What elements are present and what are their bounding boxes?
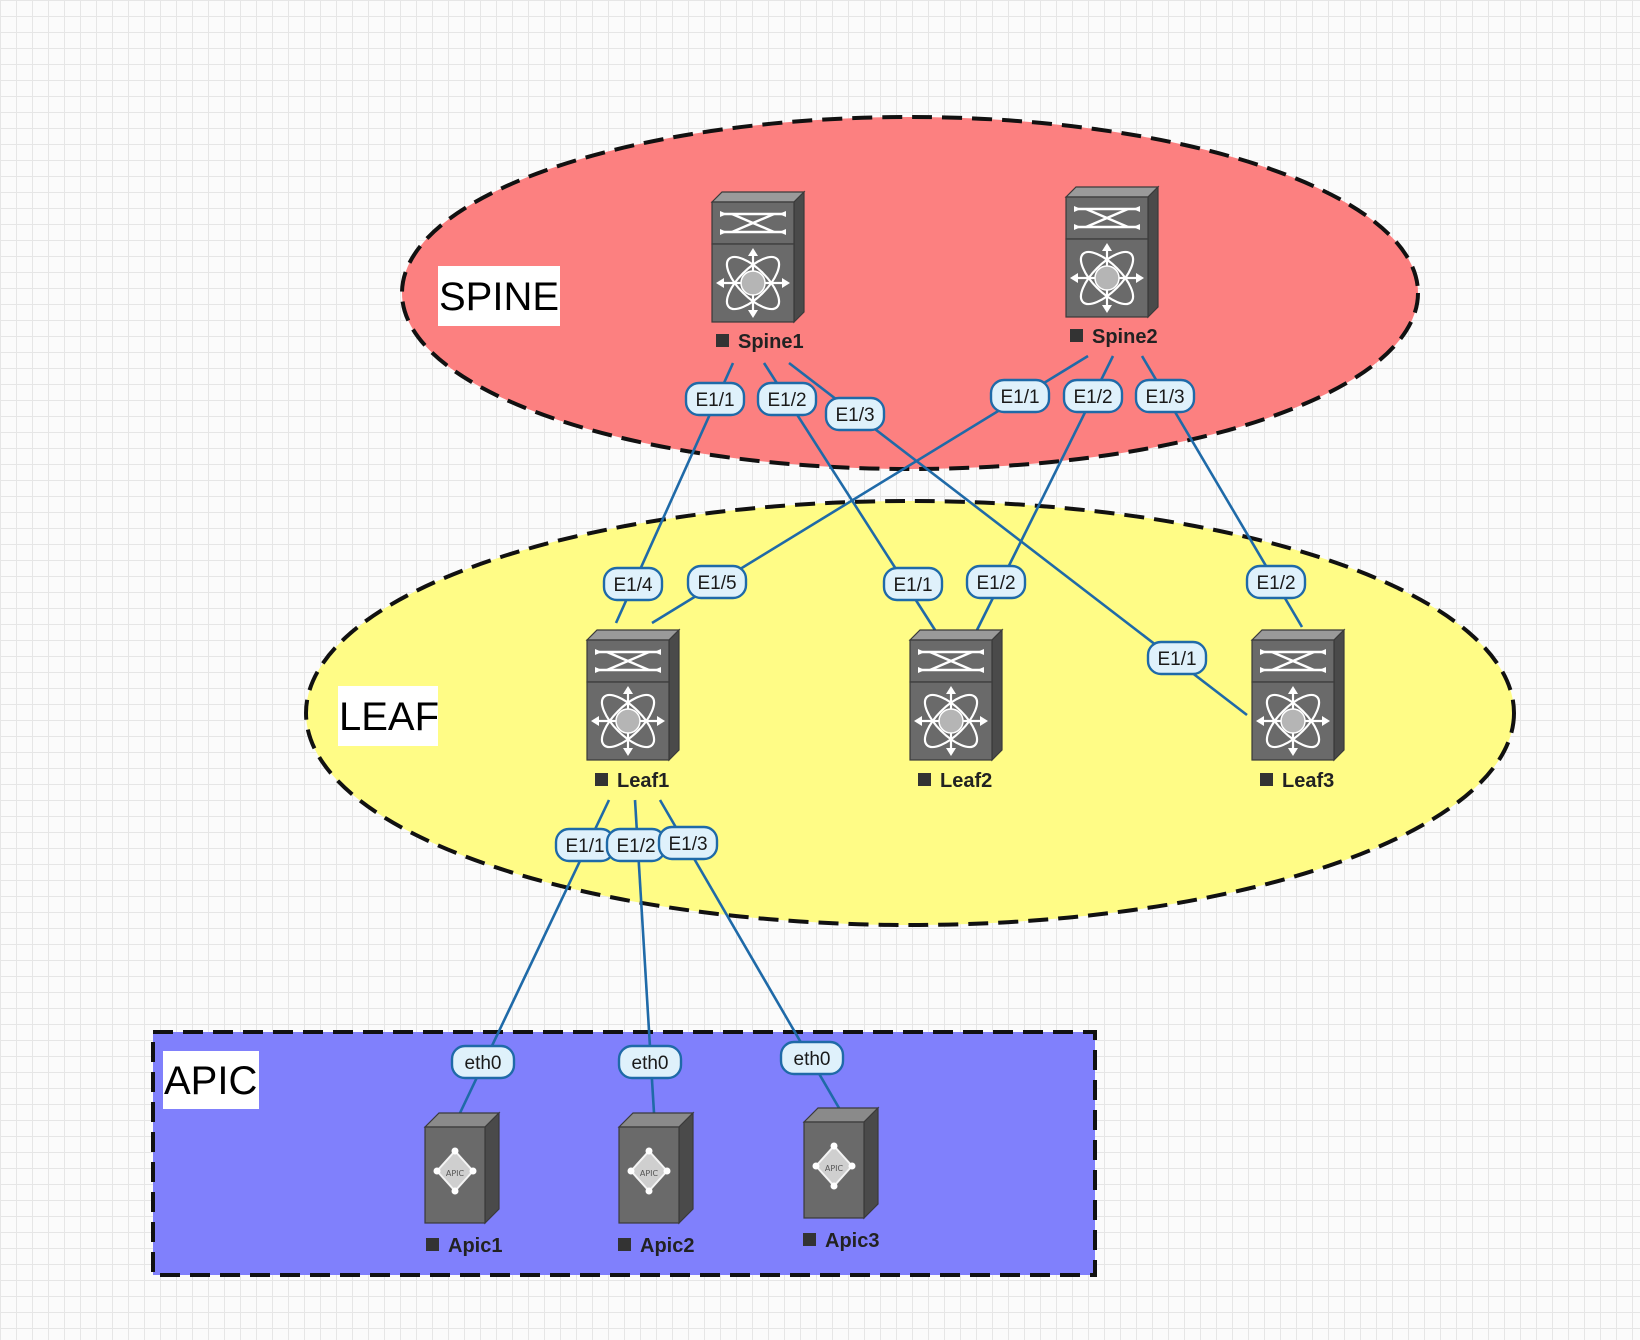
apic3-label[interactable]: Apic3	[825, 1230, 879, 1252]
port-badge-spine2-e1-1[interactable]: E1/1	[989, 378, 1051, 414]
port-badge-spine1-e1-1[interactable]: E1/1	[684, 381, 746, 417]
leaf1-switch-icon[interactable]	[585, 628, 681, 762]
apic-zone-label: APIC	[164, 1059, 257, 1103]
port-badge-leaf3-e1-2[interactable]: E1/2	[1245, 564, 1307, 600]
port-badge-spine1-e1-2[interactable]: E1/2	[756, 381, 818, 417]
apic1-server-icon[interactable]	[424, 1112, 500, 1224]
svg-text:E1/1: E1/1	[1000, 387, 1039, 408]
svg-text:E1/1: E1/1	[1157, 649, 1196, 670]
svg-text:E1/2: E1/2	[616, 836, 655, 857]
leaf3-status-square	[1260, 773, 1273, 786]
node-labels: Spine1 Spine2 Leaf1 Leaf2 Leaf3 Apic1 Ap…	[426, 326, 1334, 1257]
svg-text:E1/1: E1/1	[893, 575, 932, 596]
port-badge-leaf1-e1-3[interactable]: E1/3	[657, 825, 719, 861]
svg-text:E1/3: E1/3	[835, 405, 874, 426]
spine1-label[interactable]: Spine1	[738, 331, 804, 353]
port-badge-apic2-eth0[interactable]: eth0	[617, 1044, 683, 1080]
port-badge-leaf2-e1-1[interactable]: E1/1	[882, 566, 944, 602]
spine1-switch-icon[interactable]	[710, 190, 806, 324]
leaf2-status-square	[918, 773, 931, 786]
svg-text:E1/3: E1/3	[1145, 387, 1184, 408]
leaf3-switch-icon[interactable]	[1250, 628, 1346, 762]
leaf-zone-label-bg	[338, 686, 438, 746]
spine-zone-label: SPINE	[439, 275, 559, 319]
svg-text:eth0: eth0	[794, 1049, 831, 1070]
svg-text:E1/1: E1/1	[695, 390, 734, 411]
apic2-logo-text: APIC	[640, 1169, 659, 1178]
apic1-logo-text: APIC	[446, 1169, 465, 1178]
leaf2-switch-icon[interactable]	[908, 628, 1004, 762]
port-badge-leaf2-e1-2[interactable]: E1/2	[965, 564, 1027, 600]
spine-zone-label-bg	[438, 266, 560, 326]
leaf1-status-square	[595, 773, 608, 786]
svg-text:eth0: eth0	[465, 1053, 502, 1074]
apic2-status-square	[618, 1238, 631, 1251]
spine2-switch-icon[interactable]	[1064, 185, 1160, 319]
port-badges: E1/1 E1/2 E1/3 E1/1 E1/2 E1/3 E1/4 E1/5	[450, 378, 1307, 1080]
apic3-status-square	[803, 1233, 816, 1246]
port-badge-leaf1-e1-5[interactable]: E1/5	[686, 564, 748, 600]
apic2-server-icon[interactable]	[618, 1112, 694, 1224]
apic1-label[interactable]: Apic1	[448, 1235, 502, 1257]
svg-text:E1/1: E1/1	[565, 836, 604, 857]
svg-text:E1/5: E1/5	[697, 573, 736, 594]
port-badge-leaf1-e1-1[interactable]: E1/1	[554, 827, 616, 863]
leaf3-label[interactable]: Leaf3	[1282, 770, 1334, 792]
devices: APIC APIC APIC	[424, 185, 1346, 1224]
apic2-label[interactable]: Apic2	[640, 1235, 694, 1257]
leaf-zone-label: LEAF	[339, 695, 439, 739]
leaf2-label[interactable]: Leaf2	[940, 770, 992, 792]
leaf1-label[interactable]: Leaf1	[617, 770, 669, 792]
port-badge-leaf3-e1-1[interactable]: E1/1	[1146, 640, 1208, 676]
port-badge-spine2-e1-2[interactable]: E1/2	[1062, 378, 1124, 414]
port-badge-apic1-eth0[interactable]: eth0	[450, 1044, 516, 1080]
spine1-status-square	[716, 334, 729, 347]
svg-text:E1/2: E1/2	[976, 573, 1015, 594]
port-badge-leaf1-e1-2[interactable]: E1/2	[605, 827, 667, 863]
port-badge-leaf1-e1-4[interactable]: E1/4	[602, 566, 664, 602]
apic3-logo-text: APIC	[825, 1164, 844, 1173]
svg-text:E1/4: E1/4	[613, 575, 653, 596]
svg-text:E1/2: E1/2	[1073, 387, 1112, 408]
apic1-status-square	[426, 1238, 439, 1251]
svg-text:E1/2: E1/2	[767, 390, 806, 411]
port-badge-spine1-e1-3[interactable]: E1/3	[824, 396, 886, 432]
svg-text:E1/2: E1/2	[1256, 573, 1295, 594]
svg-text:eth0: eth0	[632, 1053, 669, 1074]
apic-zone-label-bg	[163, 1051, 259, 1109]
spine2-label[interactable]: Spine2	[1092, 326, 1158, 348]
svg-text:E1/3: E1/3	[668, 834, 707, 855]
port-badge-apic3-eth0[interactable]: eth0	[779, 1040, 845, 1076]
port-badge-spine2-e1-3[interactable]: E1/3	[1134, 378, 1196, 414]
apic3-server-icon[interactable]	[803, 1107, 879, 1219]
spine2-status-square	[1070, 329, 1083, 342]
